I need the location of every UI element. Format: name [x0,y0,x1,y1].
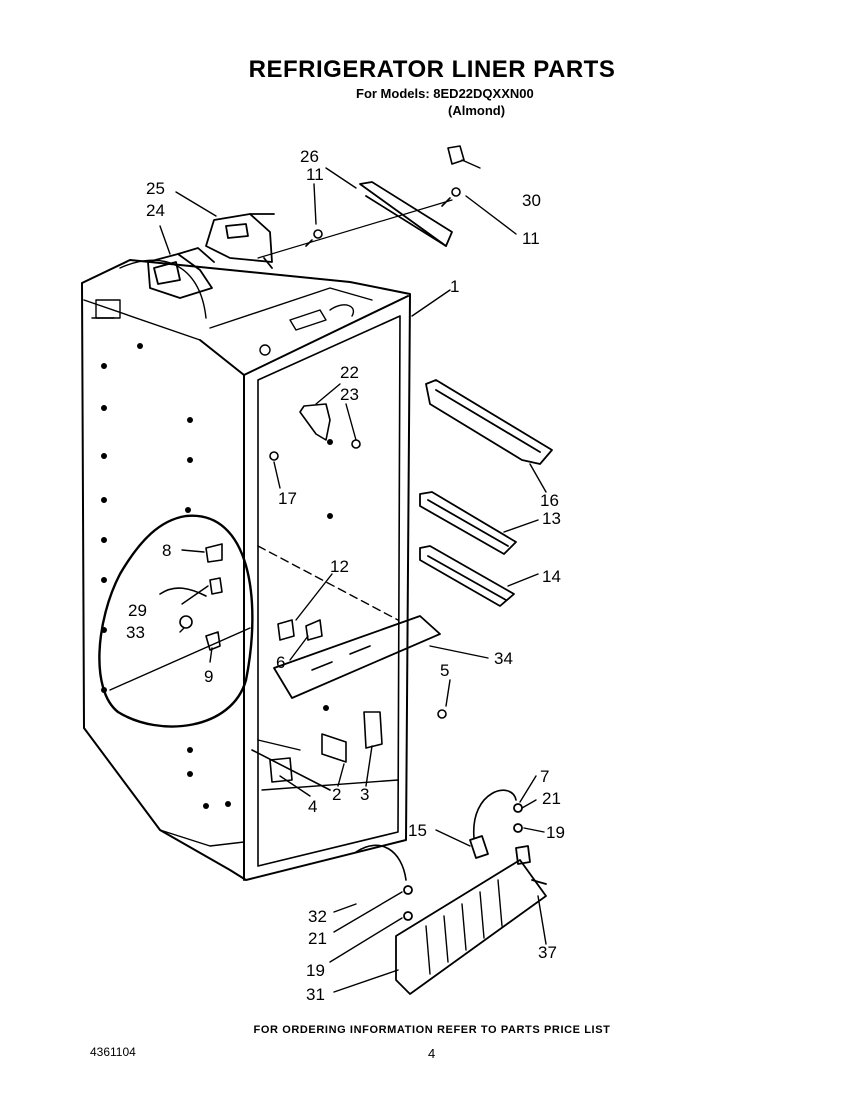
callout-21-upper: 21 [542,789,561,808]
liner-cabinet [81,259,411,881]
callout-6: 6 [276,653,285,672]
shelf-34 [273,615,441,699]
callout-29: 29 [128,601,147,620]
control-housing [147,213,275,299]
callout-26: 26 [300,147,319,166]
inner-small-parts [159,543,323,651]
shelf-slots [311,645,371,671]
lower-fittings [251,711,383,791]
callout-25: 25 [146,179,165,198]
callout-1: 1 [450,277,459,296]
model-line: For Models: 8ED22DQXXN00 [356,86,534,101]
callout-37: 37 [538,943,557,962]
drain-trough [355,789,547,995]
callout-13: 13 [542,509,561,528]
model-variant: (Almond) [448,103,506,118]
callout-31: 31 [306,985,325,1004]
callout-11-right: 11 [522,229,540,248]
screw-parts [269,145,465,719]
page-number: 4 [428,1046,436,1061]
callout-11-top: 11 [306,165,324,184]
callout-17: 17 [278,489,297,508]
shelf-rails [419,379,553,607]
callout-21-lower: 21 [308,929,327,948]
callout-22: 22 [340,363,359,382]
callout-19-lower: 19 [306,961,325,980]
callout-5: 5 [440,661,449,680]
callout-15: 15 [408,821,427,840]
callout-34: 34 [494,649,513,668]
document-number: 4361104 [90,1045,136,1059]
detail-divider [109,627,251,691]
callout-30: 30 [522,191,541,210]
bracket-22 [299,403,331,441]
leader-lines [159,159,547,993]
callout-4: 4 [308,797,317,816]
callout-8: 8 [162,541,171,560]
callout-24: 24 [146,201,165,220]
callout-16: 16 [540,491,559,510]
callout-33: 33 [126,623,145,642]
callout-23: 23 [340,385,359,404]
detail-circle [98,514,254,728]
callout-3: 3 [360,785,369,804]
top-channel [257,181,453,259]
page-title: REFRIGERATOR LINER PARTS [248,56,616,83]
callout-9: 9 [204,667,213,686]
callout-labels: 26 11 30 11 25 24 1 22 23 17 16 13 14 8 … [126,147,565,1004]
ordering-note: FOR ORDERING INFORMATION REFER TO PARTS … [253,1024,611,1036]
callout-2: 2 [332,785,341,804]
callout-12: 12 [330,557,349,576]
callout-7: 7 [540,767,549,786]
cabinet-holes [101,343,333,809]
callout-19-upper: 19 [546,823,565,842]
callout-32: 32 [308,907,327,926]
callout-14: 14 [542,567,561,586]
